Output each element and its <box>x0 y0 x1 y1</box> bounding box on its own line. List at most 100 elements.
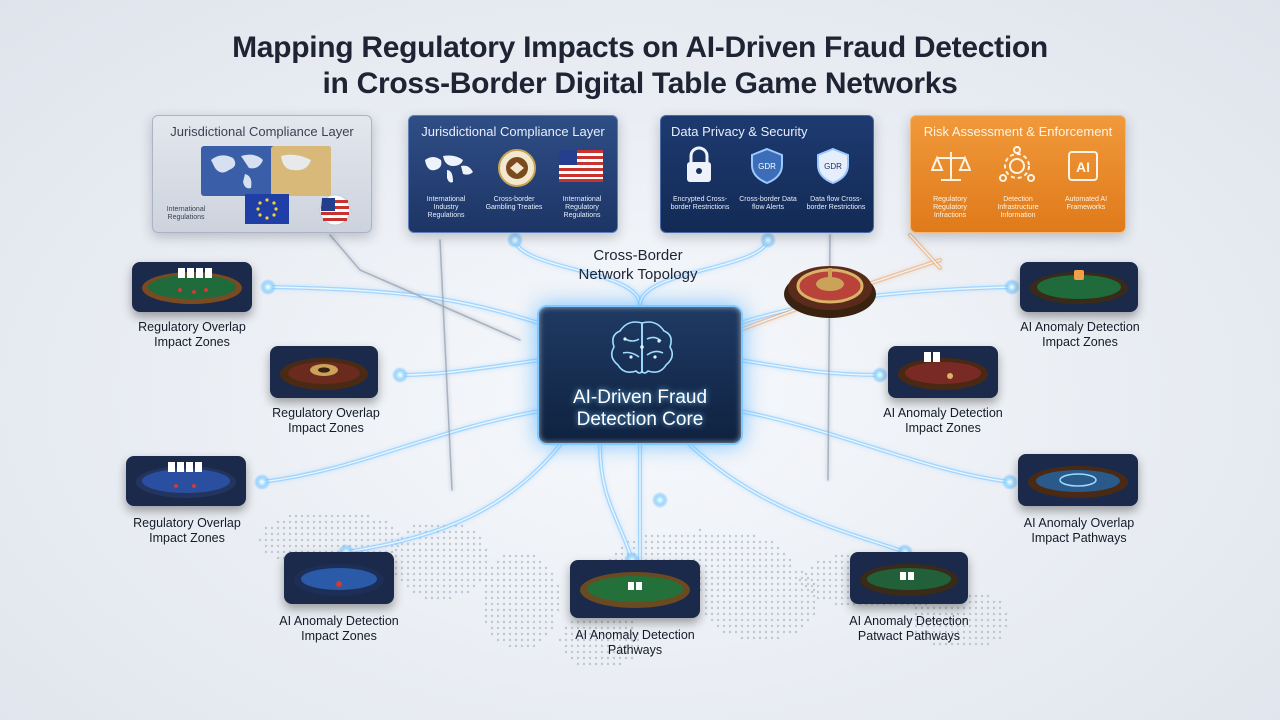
map-dot <box>770 588 774 592</box>
map-dot <box>442 554 446 558</box>
map-dot <box>484 578 488 582</box>
map-dot <box>412 572 416 576</box>
map-dot <box>770 558 774 562</box>
map-dot <box>460 578 464 582</box>
map-dot <box>538 626 542 630</box>
map-dot <box>538 584 542 588</box>
map-dot <box>594 632 598 636</box>
map-dot <box>508 620 512 624</box>
map-dot <box>746 636 750 640</box>
map-dot <box>514 566 518 570</box>
map-dot <box>776 600 780 604</box>
map-dot <box>776 630 780 634</box>
map-dot <box>740 534 744 538</box>
map-dot <box>828 566 832 570</box>
map-dot <box>734 618 738 622</box>
map-dot <box>716 588 720 592</box>
map-dot <box>834 602 838 606</box>
map-dot <box>734 546 738 550</box>
map-dot <box>544 584 548 588</box>
map-dot <box>834 584 838 588</box>
map-dot <box>336 526 340 530</box>
map-dot <box>776 582 780 586</box>
map-dot <box>378 532 382 536</box>
map-dot <box>526 602 530 606</box>
map-dot <box>360 514 364 518</box>
map-dot <box>336 532 340 536</box>
map-dot <box>460 560 464 564</box>
map-dot <box>650 546 654 550</box>
map-dot <box>612 644 616 648</box>
map-dot <box>366 520 370 524</box>
map-dot <box>538 560 542 564</box>
network-gear-icon <box>999 146 1035 182</box>
map-dot <box>800 582 804 586</box>
map-dot <box>436 548 440 552</box>
title-line-2: in Cross-Border Digital Table Game Netwo… <box>322 67 958 100</box>
map-dot <box>394 560 398 564</box>
map-dot <box>764 636 768 640</box>
panel-subtext: Encrypted Cross-border Restrictions <box>670 196 730 211</box>
map-dot <box>564 632 568 636</box>
map-dot <box>938 612 942 616</box>
map-dot <box>698 552 702 556</box>
map-dot <box>448 560 452 564</box>
map-dot <box>366 526 370 530</box>
map-dot <box>656 540 660 544</box>
map-dot <box>306 520 310 524</box>
map-dot <box>582 632 586 636</box>
map-dot <box>372 538 376 542</box>
map-dot <box>424 536 428 540</box>
map-dot <box>354 526 358 530</box>
map-dot <box>752 558 756 562</box>
panel-title: Data Privacy & Security <box>671 124 808 139</box>
map-dot <box>502 638 506 642</box>
map-dot <box>484 602 488 606</box>
map-dot <box>460 548 464 552</box>
map-dot <box>532 602 536 606</box>
map-dot <box>804 578 808 582</box>
map-dot <box>686 534 690 538</box>
map-dot <box>938 618 942 622</box>
map-dot <box>276 544 280 548</box>
map-dot <box>662 540 666 544</box>
map-dot <box>962 642 966 646</box>
network-link <box>688 443 907 554</box>
map-dot <box>532 632 536 636</box>
ai-chip-icon: AI <box>1068 151 1098 181</box>
map-dot <box>962 630 966 634</box>
map-dot <box>758 612 762 616</box>
map-dot <box>698 540 702 544</box>
map-dot <box>348 526 352 530</box>
map-dot <box>360 520 364 524</box>
map-dot <box>752 540 756 544</box>
map-dot <box>980 594 984 598</box>
map-dot <box>514 638 518 642</box>
map-dot <box>926 624 930 628</box>
map-dot <box>920 624 924 628</box>
map-dot <box>980 618 984 622</box>
panel-risk-assessment-enforcement: Risk Assessment & Enforcement AI Regulat… <box>910 115 1126 233</box>
map-dot <box>956 612 960 616</box>
map-dot <box>460 542 464 546</box>
map-dot <box>698 534 702 538</box>
lock-icon <box>687 146 711 182</box>
map-dot <box>288 544 292 548</box>
map-dot <box>424 596 428 600</box>
map-dot <box>710 540 714 544</box>
node-label-line-2: Impact Zones <box>149 531 225 545</box>
map-dot <box>728 624 732 628</box>
map-dot <box>532 572 536 576</box>
map-dot <box>418 578 422 582</box>
map-dot <box>746 624 750 628</box>
map-dot <box>532 584 536 588</box>
map-dot <box>932 642 936 646</box>
map-dot <box>938 606 942 610</box>
map-dot <box>956 630 960 634</box>
map-dot <box>294 532 298 536</box>
map-dot <box>430 596 434 600</box>
map-dot <box>532 608 536 612</box>
map-dot <box>968 630 972 634</box>
map-dot <box>794 582 798 586</box>
map-dot <box>728 618 732 622</box>
